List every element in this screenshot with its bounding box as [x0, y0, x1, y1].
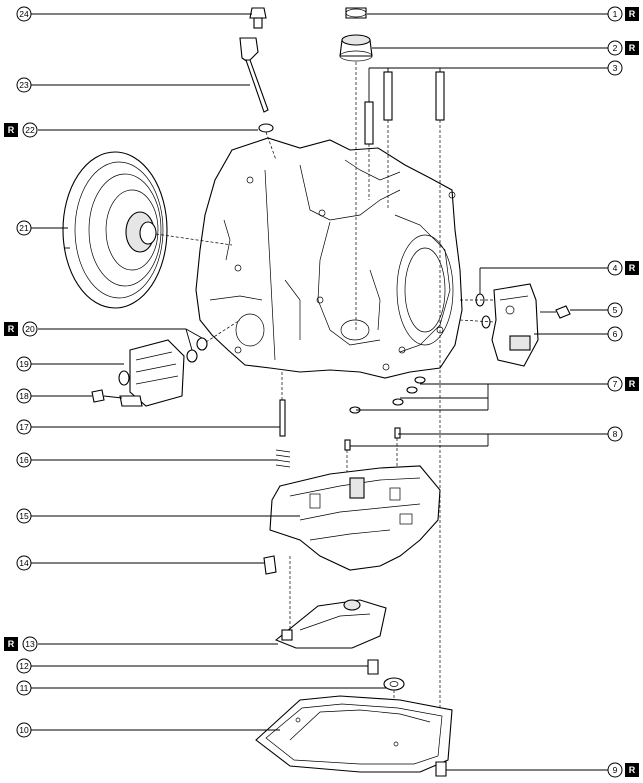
callout-2: 2	[607, 40, 623, 56]
replace-mark-7: R	[625, 377, 639, 391]
callout-9-label: 9	[613, 765, 618, 775]
callout-24-label: 24	[19, 9, 29, 19]
callout-13-label: 13	[25, 639, 35, 649]
callout-16: 16	[16, 452, 32, 468]
oil-cooler	[91, 319, 241, 407]
callout-24: 24	[16, 6, 32, 22]
valve-body-fasteners	[275, 372, 291, 468]
callout-15-label: 15	[19, 511, 29, 521]
oil-pan	[255, 695, 453, 777]
drain-plug-and-gaskets-top	[339, 7, 373, 330]
callout-11-label: 11	[20, 683, 29, 693]
callout-1-label: 1	[613, 9, 618, 19]
replace-mark-4: R	[625, 261, 639, 275]
callout-7-label: 7	[613, 379, 618, 389]
replace-mark-7-label: R	[629, 379, 636, 389]
replace-mark-2: R	[625, 41, 639, 55]
replace-mark-13-label: R	[8, 639, 15, 649]
callout-18: 18	[16, 388, 32, 404]
callout-19: 19	[16, 356, 32, 372]
callout-22-label: 22	[25, 125, 35, 135]
callout-23-label: 23	[19, 80, 29, 90]
replace-mark-13: R	[4, 637, 18, 651]
side-cover-assembly	[459, 283, 571, 367]
plugs-and-pins	[344, 376, 426, 480]
pan-bolt-and-gasket	[367, 659, 405, 740]
replace-mark-20-label: R	[8, 324, 15, 334]
callout-10-label: 10	[19, 725, 29, 735]
callout-5: 5	[607, 302, 623, 318]
callout-4-label: 4	[613, 263, 618, 273]
callout-16-label: 16	[19, 455, 29, 465]
callout-6-label: 6	[613, 329, 618, 339]
callout-4: 4	[607, 260, 623, 276]
callout-21-label: 21	[19, 223, 29, 233]
oil-level-gauge	[239, 7, 277, 161]
replace-mark-1: R	[625, 7, 639, 21]
callout-23: 23	[16, 77, 32, 93]
valve-body	[263, 465, 441, 630]
callout-5-label: 5	[613, 305, 618, 315]
callout-19-label: 19	[19, 359, 29, 369]
callout-7: 7	[607, 376, 623, 392]
replace-mark-9-label: R	[629, 765, 636, 775]
callout-9: 9	[607, 762, 623, 778]
callout-12-label: 12	[19, 661, 29, 671]
callout-8-label: 8	[613, 429, 618, 439]
callout-6: 6	[607, 326, 623, 342]
callout-17-label: 17	[19, 422, 29, 432]
callout-18-label: 18	[19, 391, 29, 401]
callout-12: 12	[16, 658, 32, 674]
torque-converter	[62, 151, 233, 309]
callout-11: 11	[16, 680, 32, 696]
callout-14: 14	[16, 555, 32, 571]
replace-mark-22: R	[4, 123, 18, 137]
callout-22: 22	[22, 122, 38, 138]
callout-15: 15	[16, 508, 32, 524]
callout-21: 21	[16, 220, 32, 236]
callout-3-label: 3	[613, 63, 618, 73]
callout-20-label: 20	[25, 324, 35, 334]
callout-2-label: 2	[613, 43, 618, 53]
callout-17: 17	[16, 419, 32, 435]
oil-strainer	[274, 599, 387, 649]
callout-3: 3	[607, 60, 623, 76]
replace-mark-1-label: R	[629, 9, 636, 19]
pipe-set	[364, 71, 445, 760]
callout-1: 1	[607, 6, 623, 22]
callout-10: 10	[16, 722, 32, 738]
replace-mark-4-label: R	[629, 263, 636, 273]
callout-20: 20	[22, 321, 38, 337]
leader-lines	[30, 13, 608, 771]
replace-mark-20: R	[4, 322, 18, 336]
callout-14-label: 14	[19, 558, 29, 568]
transaxle-case	[195, 137, 463, 379]
callout-13: 13	[22, 636, 38, 652]
callout-8: 8	[607, 426, 623, 442]
replace-mark-22-label: R	[8, 125, 15, 135]
replace-mark-9: R	[625, 763, 639, 777]
replace-mark-2-label: R	[629, 43, 636, 53]
